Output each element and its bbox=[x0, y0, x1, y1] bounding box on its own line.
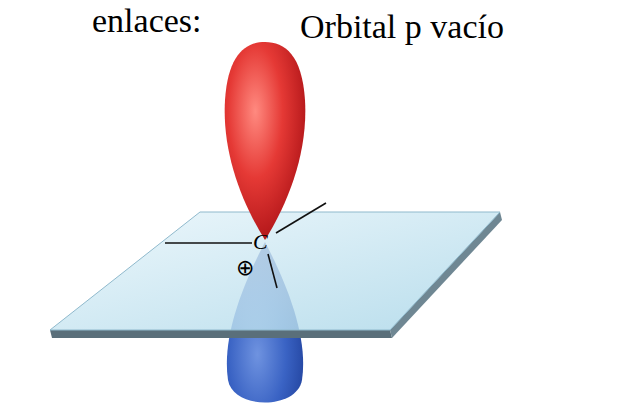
molecular-plane bbox=[50, 212, 500, 330]
orbital-label: Orbital p vacío bbox=[300, 8, 504, 45]
bond-line bbox=[165, 242, 252, 244]
heading-fragment: enlaces: bbox=[92, 2, 202, 39]
positive-charge: ⊕ bbox=[236, 256, 254, 280]
carbon-symbol: C bbox=[253, 230, 268, 254]
plane-edge bbox=[50, 330, 392, 338]
empty-p-orbital-lobe bbox=[225, 42, 306, 240]
bond-line bbox=[268, 254, 277, 288]
bond-line bbox=[276, 203, 326, 233]
